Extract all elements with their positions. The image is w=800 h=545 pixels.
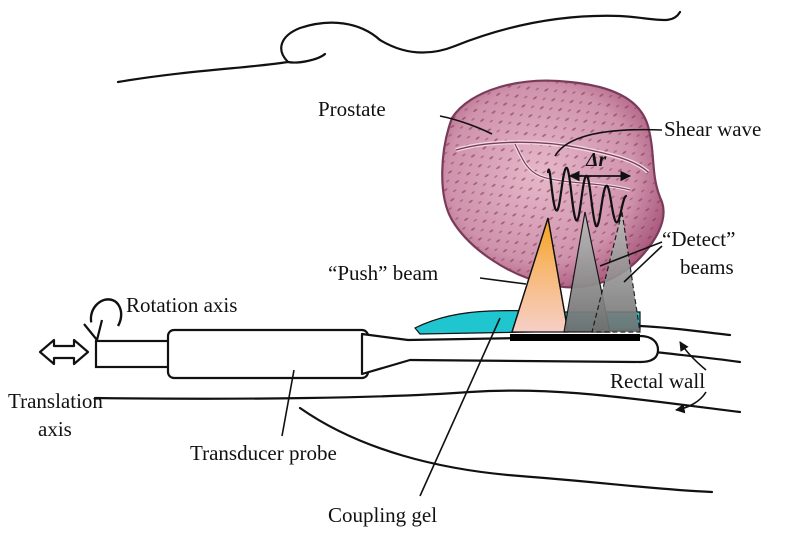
buttock-curve — [286, 52, 327, 64]
pointer-prostate — [439, 115, 493, 135]
label-rotation-axis: Rotation axis — [126, 293, 237, 317]
pointer-push-beam — [479, 277, 527, 285]
label-shear-wave: Shear wave — [664, 117, 761, 141]
detect-beam-2 — [591, 211, 641, 333]
rectal-wall-upper — [638, 324, 732, 337]
label-rectal-wall: Rectal wall — [610, 369, 705, 393]
transducer-array — [510, 334, 640, 341]
pointer-detect-2 — [623, 245, 663, 283]
label-translation-axis-line2: axis — [38, 417, 72, 441]
pointer-shear-wave — [554, 128, 663, 157]
label-detect-beams-line1: “Detect” — [662, 227, 735, 251]
pointer-coupling-gel — [419, 317, 501, 497]
curved-arrow-icon — [89, 298, 123, 333]
detect-beam-1 — [563, 211, 611, 333]
label-translation-axis-line1: Translation — [8, 389, 103, 413]
body-outline — [116, 10, 682, 84]
double-arrow-icon — [38, 338, 90, 366]
pointer-detect-1 — [599, 241, 663, 267]
pointer-rectal-wall-1 — [679, 341, 707, 371]
rectal-wall-lower — [93, 389, 742, 414]
label-prostate: Prostate — [318, 97, 386, 121]
transducer-probe — [94, 328, 660, 380]
label-coupling-gel: Coupling gel — [328, 503, 437, 527]
pointer-transducer — [281, 369, 295, 437]
rectal-wall-lower-2 — [653, 350, 742, 364]
push-beam-outline — [511, 217, 569, 333]
body-bottom-contour — [298, 406, 714, 494]
pointer-rectal-wall-2 — [675, 391, 707, 414]
label-transducer-probe: Transducer probe — [190, 441, 337, 465]
label-detect-beams-line2: beams — [680, 255, 734, 279]
label-delta-r: Δr — [585, 149, 607, 171]
label-push-beam: “Push” beam — [328, 261, 438, 285]
curved-arrow-head — [83, 319, 104, 342]
